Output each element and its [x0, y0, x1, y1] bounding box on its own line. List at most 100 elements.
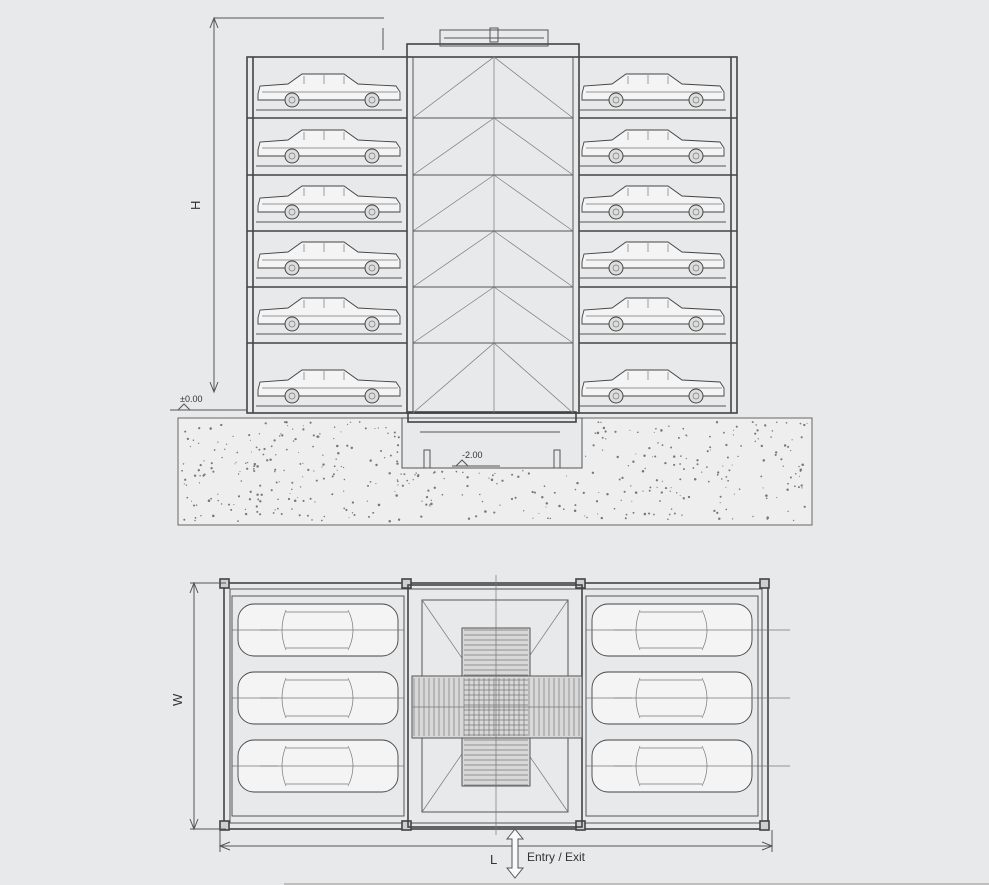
car-side: [257, 129, 401, 164]
ground-dot: [727, 479, 729, 482]
ground-dot: [273, 439, 276, 442]
ground-dot: [302, 499, 305, 502]
ground-dot: [642, 490, 644, 492]
ground-dot: [240, 480, 243, 482]
ground-dot: [253, 469, 256, 473]
ground-dot: [337, 451, 340, 455]
ground-dot: [192, 439, 195, 442]
ground-dot: [623, 490, 626, 493]
ground-dot: [728, 469, 731, 472]
ground-dot: [221, 456, 223, 459]
ground-dot: [207, 499, 211, 502]
ground-dot: [582, 491, 585, 495]
elevation-view: H ±0.00 -2.00: [170, 16, 813, 526]
ground-dot: [372, 511, 375, 514]
ground-dot: [315, 479, 318, 482]
ground-dot: [656, 486, 658, 488]
ground-dot: [752, 515, 754, 518]
ground-dot: [455, 470, 458, 473]
ground-dot: [253, 465, 256, 467]
ground-dot: [801, 463, 804, 466]
ground-dot: [349, 421, 352, 423]
ground-dot: [787, 482, 789, 485]
ground-dot: [597, 421, 600, 424]
plan-view: W L Entry / Exit: [170, 575, 989, 885]
ground-dot: [629, 429, 631, 431]
ground-dot: [787, 445, 790, 448]
ground-dot: [255, 446, 258, 449]
ground-dot: [782, 465, 784, 467]
ground-dot: [396, 444, 400, 447]
ground-dot: [181, 469, 183, 472]
ground-dot: [333, 437, 335, 440]
ground-dot: [630, 485, 632, 487]
ground-dot: [280, 513, 283, 515]
pit-wall: [401, 417, 583, 469]
ground-dot: [618, 478, 621, 481]
frame-post: [575, 578, 586, 589]
ground-dot: [597, 513, 599, 515]
ground-dot: [478, 472, 480, 474]
frame-post: [575, 820, 586, 831]
ground-dot: [425, 503, 428, 506]
ground-dot: [723, 431, 725, 434]
ground-dot: [210, 497, 212, 500]
ground-dot: [351, 512, 354, 514]
ground-dot: [250, 439, 252, 441]
ground-dot: [493, 511, 496, 514]
ground-dot: [606, 492, 609, 496]
ground-dot: [277, 507, 279, 510]
ground-dot: [765, 494, 768, 497]
ground-dot: [292, 440, 295, 442]
ground-dot: [277, 498, 279, 501]
ground-dot: [235, 461, 237, 463]
ground-dot: [297, 496, 299, 499]
ground-dot: [475, 515, 478, 518]
ground-dot: [322, 463, 325, 466]
ground-dot: [669, 490, 671, 492]
ground-dot: [244, 508, 247, 511]
ground-dot: [484, 510, 487, 513]
ground-dot: [522, 470, 524, 472]
ground-dot: [586, 516, 588, 519]
ground-dot: [632, 511, 635, 514]
ground-dot: [184, 478, 187, 481]
ground-dot: [765, 497, 768, 500]
ground-dot: [397, 480, 399, 483]
ground-dot: [776, 497, 778, 499]
ground-dot: [725, 475, 728, 478]
length-label: L: [490, 852, 497, 867]
ground-dot: [624, 517, 627, 520]
ground-dot: [335, 458, 337, 460]
ground-dot: [331, 493, 334, 496]
ground-dot: [592, 444, 595, 447]
car-side: [581, 297, 725, 332]
ground-dot: [388, 519, 391, 523]
ground-dot: [430, 499, 432, 501]
ground-dot: [237, 495, 241, 498]
frame-post: [401, 820, 412, 831]
ground-dot: [430, 502, 433, 506]
ground-dot: [731, 518, 734, 520]
ground-dot: [298, 451, 300, 453]
lift-shaft: [406, 43, 580, 414]
ground-dot: [186, 437, 190, 441]
ground-dot: [672, 455, 676, 458]
ground-dot: [212, 514, 215, 518]
ground-dot: [298, 514, 301, 517]
ground-dot: [283, 469, 285, 472]
ground-dot: [481, 500, 484, 503]
ground-dot: [670, 446, 673, 449]
ground-dot: [523, 510, 525, 512]
car-side: [257, 297, 401, 332]
ground-dot: [719, 502, 721, 504]
ground-dot: [725, 443, 728, 447]
ground-dot: [467, 517, 471, 520]
ground-dot: [377, 427, 379, 429]
ground-dot: [706, 466, 708, 468]
ground-dot: [679, 478, 682, 481]
ground-dot: [320, 519, 323, 522]
ground-dot: [466, 476, 469, 479]
ground-dot: [319, 433, 321, 435]
ground-dot: [202, 474, 205, 477]
